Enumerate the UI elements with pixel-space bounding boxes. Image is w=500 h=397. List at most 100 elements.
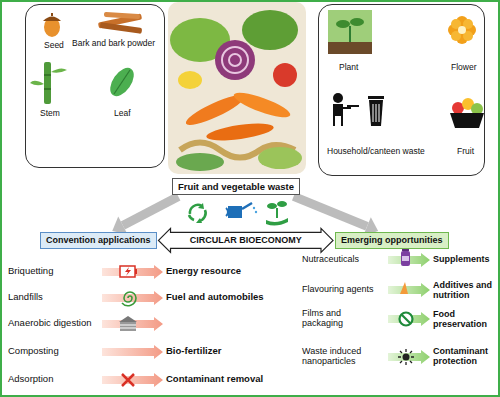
arrow-shaft <box>123 196 178 225</box>
process-band <box>102 253 430 387</box>
waste-box: Fruit and vegetable waste <box>172 178 300 195</box>
stem-icon <box>44 74 51 76</box>
source-panel: SeedBark and bark powderStemLeaf <box>25 4 165 168</box>
nose-icon <box>400 282 408 294</box>
source-label: Flower <box>451 63 477 73</box>
flow-arrow <box>294 196 378 235</box>
cross-icon <box>122 374 134 386</box>
arrow-outline <box>159 228 333 252</box>
stem-icon <box>44 88 51 90</box>
seed-icon <box>51 13 53 16</box>
recycle-icon <box>189 215 194 220</box>
battery-icon <box>135 269 137 274</box>
battery-icon <box>120 266 137 277</box>
process-band <box>102 291 163 305</box>
leaf-icon <box>105 64 138 101</box>
source-label: Leaf <box>114 109 131 119</box>
hand-plant-icon <box>266 218 288 226</box>
category-box: Convention applications <box>40 232 157 249</box>
digester-icon <box>120 325 136 328</box>
vegetable-photo <box>258 147 302 169</box>
vegetable-photo <box>215 40 255 80</box>
process-label: Nutraceuticals <box>302 254 359 264</box>
household-icon <box>334 116 342 126</box>
no-spoil-icon <box>402 315 411 324</box>
process-band <box>102 373 163 387</box>
vegetable-photo <box>205 120 274 143</box>
box-title: Fruit and vegetable waste <box>178 181 294 192</box>
stem-icon <box>30 81 44 86</box>
nose-icon <box>400 282 408 294</box>
battery-icon <box>125 267 131 276</box>
process-band <box>102 265 163 279</box>
seed-icon <box>44 17 60 37</box>
source-label: Seed <box>44 41 64 51</box>
watering-icon <box>226 203 257 218</box>
household-icon <box>368 96 384 99</box>
stem-icon <box>30 62 67 104</box>
swirl-icon <box>122 292 136 306</box>
nanoparticle-icon <box>398 349 414 365</box>
result-label: Bio-fertilizer <box>166 346 221 357</box>
plant-photo <box>350 18 364 26</box>
watering-icon <box>253 207 255 209</box>
recycle-icon <box>198 203 204 209</box>
flow-arrow <box>112 196 178 234</box>
fruit-basket-icon <box>450 98 484 128</box>
vegetable-photo <box>176 153 224 171</box>
process-label: Anaerobic digestion <box>8 318 91 329</box>
recycle-icon <box>196 218 202 223</box>
flower-icon <box>448 16 476 44</box>
household-icon <box>333 93 384 126</box>
arrow-shaft <box>294 196 367 226</box>
recycle-icon <box>189 203 206 223</box>
seed-icon <box>43 13 61 37</box>
stem-icon <box>44 62 51 104</box>
leaf-icon <box>105 64 138 101</box>
process-band <box>388 283 430 297</box>
household-icon <box>343 107 351 109</box>
process-label: Waste induced nanoparticles <box>302 346 372 367</box>
bark-icon <box>98 12 142 34</box>
source-label: Fruit <box>457 147 474 157</box>
source-label: Household/canteen waste <box>327 147 425 157</box>
watering-icon <box>255 211 257 213</box>
bark-icon <box>100 22 142 34</box>
result-label: Energy resource <box>166 266 241 277</box>
process-label: Landfills <box>8 292 43 303</box>
household-icon <box>333 104 343 116</box>
digester-icon <box>119 316 137 331</box>
household-icon <box>373 104 379 122</box>
vegetable-photo <box>273 63 297 87</box>
watering-icon <box>226 208 228 216</box>
no-spoil-icon <box>400 313 413 326</box>
hand-plant-icon <box>277 201 287 207</box>
plant-photo <box>328 10 372 54</box>
seed-icon <box>43 17 61 22</box>
vegetable-photo <box>168 2 306 174</box>
result-label: Supplements <box>433 254 495 264</box>
result-label: Additives and nutrition <box>433 280 495 301</box>
result-label: Contaminant protection <box>433 346 495 367</box>
result-label: Food preservation <box>433 309 495 330</box>
source-label: Stem <box>40 109 60 119</box>
process-label: Films and packaging <box>302 308 354 329</box>
vegetable-photo <box>231 88 292 122</box>
bottle-icon <box>402 256 409 261</box>
household-icon <box>369 100 383 126</box>
box-title: Convention applications <box>46 235 151 246</box>
no-spoil-icon <box>400 313 413 326</box>
digester-icon <box>120 322 136 331</box>
bark-icon <box>104 12 140 19</box>
watering-icon <box>242 203 252 209</box>
fruit-basket-icon <box>450 113 484 128</box>
nanoparticle-icon <box>403 354 410 361</box>
vegetable-photo <box>229 54 241 66</box>
process-label: Flavouring agents <box>302 284 374 294</box>
nanoparticle-icon <box>398 349 414 365</box>
edge-label: CIRCULAR BIOECONOMY <box>188 235 304 245</box>
category-box: Emerging opportunities <box>335 232 449 249</box>
process-label: Adsorption <box>8 374 53 385</box>
